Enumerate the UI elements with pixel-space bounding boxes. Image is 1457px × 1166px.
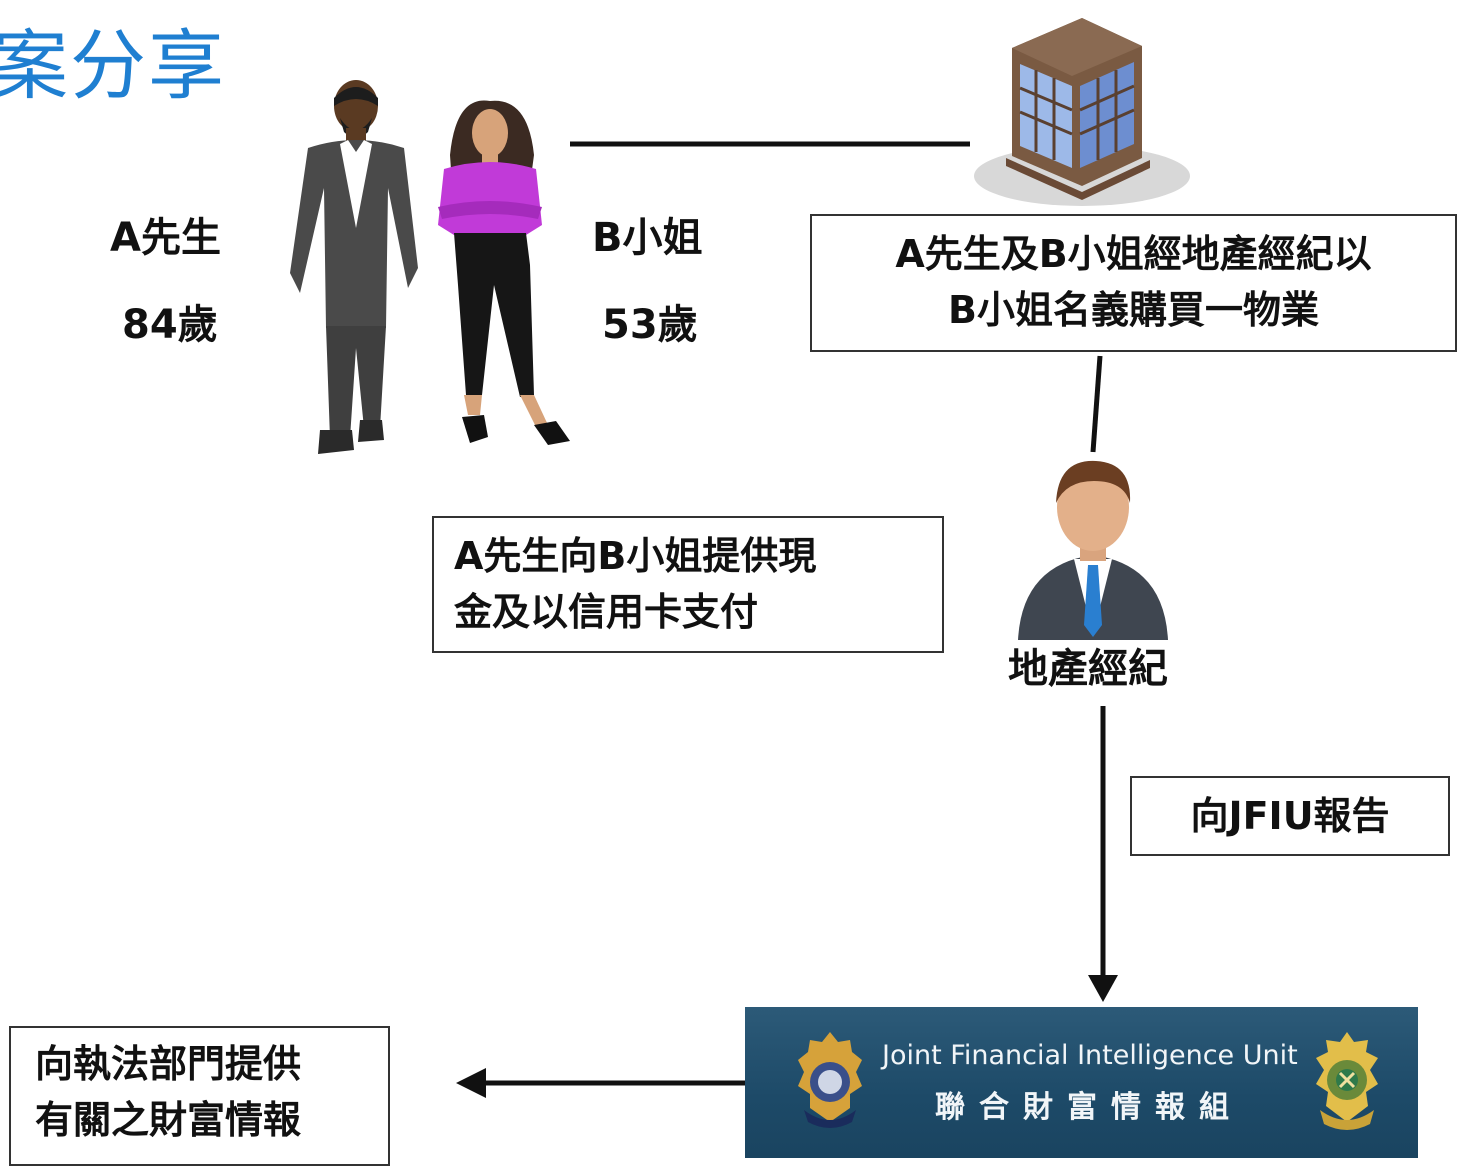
enforcement-line-2: 有關之財富情報 <box>35 1098 302 1142</box>
agent-to-jfiu-arrowhead <box>1088 975 1118 1002</box>
report-text: 向JFIU報告 <box>1190 794 1390 838</box>
payment-box: A先生向B小姐提供現 金及以信用卡支付 <box>432 516 944 653</box>
jfiu-to-enforcement-arrowhead <box>456 1068 486 1098</box>
payment-line-1: A先生向B小姐提供現 <box>454 534 817 578</box>
mr-a-name: A先生 <box>110 215 221 261</box>
customs-crest-icon <box>1316 1032 1378 1130</box>
purchase-line-1: A先生及B小姐經地產經紀以 <box>895 232 1372 276</box>
report-box: 向JFIU報告 <box>1130 776 1450 856</box>
mr-a-age: 84歲 <box>122 302 218 348</box>
woman-figure-icon <box>438 100 570 445</box>
purchase-line-2: B小姐名義購買一物業 <box>948 288 1319 332</box>
agent-avatar-icon <box>1018 460 1168 640</box>
ms-b-name: B小姐 <box>592 215 703 261</box>
agent-label: 地產經紀 <box>1008 646 1168 692</box>
payment-line-2: 金及以信用卡支付 <box>454 590 759 634</box>
page-title: 案分享 <box>0 21 226 110</box>
purchase-to-agent-line <box>1090 355 1103 453</box>
enforcement-line-1: 向執法部門提供 <box>35 1042 302 1086</box>
police-crest-icon <box>798 1032 862 1128</box>
jfiu-name-en: Joint Financial Intelligence Unit <box>882 1040 1298 1071</box>
jfiu-name-zh: 聯合財富情報組 <box>935 1090 1243 1125</box>
building-icon <box>974 18 1190 206</box>
enforcement-box: 向執法部門提供 有關之財富情報 <box>9 1026 390 1166</box>
ms-b-age: 53歲 <box>602 302 698 348</box>
man-figure-icon <box>290 80 418 454</box>
purchase-box: A先生及B小姐經地產經紀以 B小姐名義購買一物業 <box>810 214 1457 352</box>
